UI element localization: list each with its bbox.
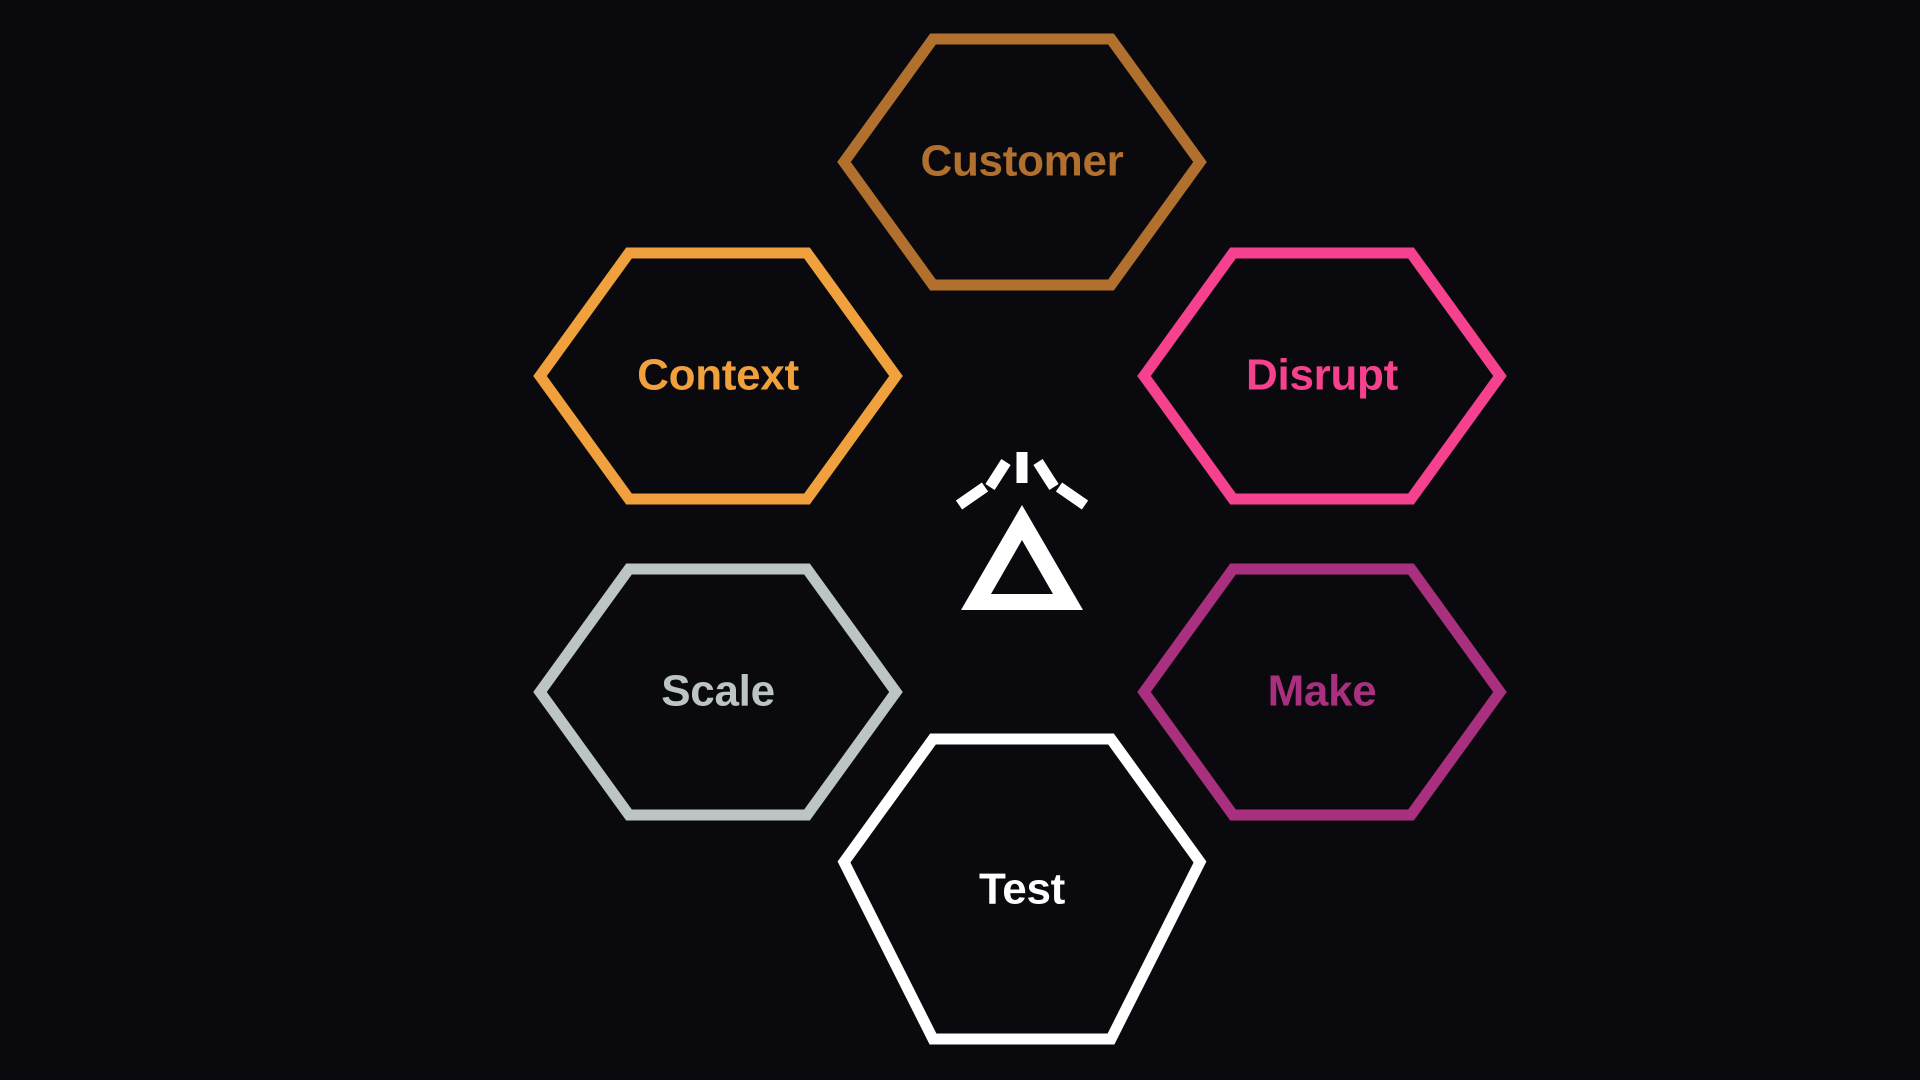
- hex-node-customer[interactable]: Customer: [837, 33, 1207, 291]
- hex-outline-test: [837, 733, 1207, 1045]
- burst-ray-2: [985, 459, 1011, 490]
- hex-outline-context: [533, 247, 903, 505]
- hex-label-context: Context: [637, 351, 799, 400]
- hex-label-test: Test: [979, 865, 1066, 914]
- hex-label-customer: Customer: [921, 137, 1124, 186]
- hex-node-context[interactable]: Context: [533, 247, 903, 505]
- hex-label-scale: Scale: [661, 667, 775, 716]
- hex-outline-disrupt: [1137, 247, 1507, 505]
- hex-outline-make: [1137, 563, 1507, 821]
- hex-outline-customer: [837, 33, 1207, 291]
- hex-outline-scale: [533, 563, 903, 821]
- burst-rays-icon: [955, 452, 1089, 510]
- hex-node-test[interactable]: Test: [837, 733, 1207, 1045]
- hex-node-scale[interactable]: Scale: [533, 563, 903, 821]
- hex-node-make[interactable]: Make: [1137, 563, 1507, 821]
- hex-label-disrupt: Disrupt: [1246, 351, 1399, 400]
- hex-label-make: Make: [1268, 667, 1377, 716]
- delta-burst-logo: [955, 452, 1089, 610]
- hex-node-disrupt[interactable]: Disrupt: [1137, 247, 1507, 505]
- delta-triangle-icon: [961, 505, 1083, 610]
- burst-ray-4: [1033, 459, 1059, 490]
- burst-ray-1: [955, 482, 989, 510]
- burst-ray-5: [1055, 482, 1089, 510]
